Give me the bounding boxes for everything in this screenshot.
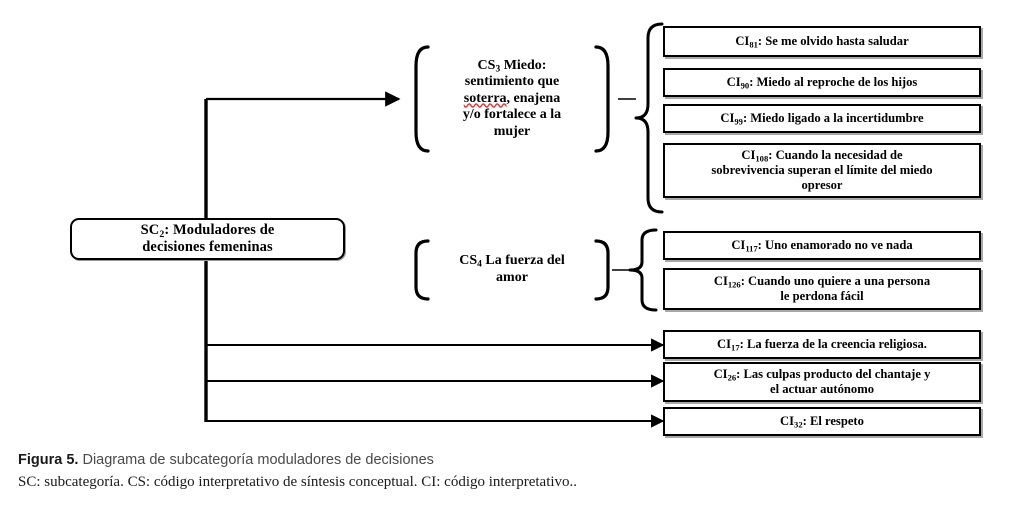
misspelled-word-soterra: soterra (463, 90, 507, 106)
node-ci32[interactable]: CI32: El respeto (663, 407, 981, 436)
brace-cs4-children-icon (628, 228, 658, 312)
figure-number-label: Figura 5. (18, 452, 79, 468)
cs4-subscript: 4 (477, 260, 482, 271)
node-ci126[interactable]: CI126: Cuando uno quiere a una persona l… (663, 268, 981, 310)
ci99-subscript: 99 (734, 116, 743, 127)
node-ci117-label: CI117: Uno enamorado no ve nada (731, 238, 913, 254)
node-ci81-label: CI81: Se me olvido hasta saludar (735, 34, 909, 50)
caption-title-line: Figura 5. Diagrama de subcategoría modul… (18, 452, 1008, 468)
node-ci32-label: CI32: El respeto (780, 414, 864, 430)
caption-legend-line: SC: subcategoría. CS: código interpretat… (18, 474, 578, 490)
node-ci108-label: CI108: Cuando la necesidad de sobreviven… (711, 148, 933, 192)
node-ci17-label: CI17: La fuerza de la creencia religiosa… (717, 337, 927, 353)
node-ci17[interactable]: CI17: La fuerza de la creencia religiosa… (663, 330, 981, 359)
node-ci117[interactable]: CI117: Uno enamorado no ve nada (663, 231, 981, 260)
figure-title-text: Diagrama de subcategoría moduladores de … (78, 452, 434, 468)
node-cs4[interactable]: CS4 La fuerza del amor (412, 238, 612, 302)
node-ci81[interactable]: CI81: Se me olvido hasta saludar (663, 26, 981, 57)
brace-cs3-children-icon (634, 22, 664, 214)
ci126-subscript: 126 (727, 279, 741, 290)
node-ci90[interactable]: CI90: Miedo al reproche de los hijos (663, 68, 981, 97)
node-ci108[interactable]: CI108: Cuando la necesidad de sobreviven… (663, 143, 981, 198)
ci26-subscript: 26 (727, 372, 737, 383)
ci117-subscript: 117 (745, 243, 758, 254)
ci32-subscript: 32 (794, 419, 803, 430)
cs3-subscript: 3 (495, 64, 501, 75)
ci90-subscript: 90 (740, 80, 750, 91)
sc2-subscript: 2 (159, 228, 165, 240)
node-ci99-label: CI99: Miedo ligado a la incertidumbre (720, 111, 924, 127)
node-ci26-label: CI26: Las culpas producto del chantaje y… (713, 367, 931, 396)
figure-caption: Figura 5. Diagrama de subcategoría modul… (18, 452, 1008, 491)
node-cs3-label: CS3 Miedo: sentimiento que soterra, enaj… (462, 57, 562, 139)
ci108-subscript: 108 (755, 153, 769, 164)
node-ci90-label: CI90: Miedo al reproche de los hijos (726, 75, 918, 91)
node-ci99[interactable]: CI99: Miedo ligado a la incertidumbre (663, 104, 981, 133)
node-cs4-label: CS4 La fuerza del amor (459, 253, 565, 285)
cs4-left-bracket-icon (414, 239, 430, 301)
ci17-subscript: 17 (731, 342, 740, 353)
node-sc2-label: SC2: Moduladores de decisiones femeninas (140, 221, 275, 255)
cs3-left-bracket-icon (414, 45, 430, 153)
node-cs3[interactable]: CS3 Miedo: sentimiento que soterra, enaj… (412, 44, 612, 154)
ci81-subscript: 81 (749, 39, 758, 50)
cs3-right-bracket-icon (594, 45, 610, 153)
cs4-right-bracket-icon (594, 239, 610, 301)
node-ci26[interactable]: CI26: Las culpas producto del chantaje y… (663, 362, 981, 402)
node-sc2[interactable]: SC2: Moduladores de decisiones femeninas (70, 218, 345, 260)
node-ci126-label: CI126: Cuando uno quiere a una persona l… (713, 274, 931, 303)
diagram-canvas: SC2: Moduladores de decisiones femeninas… (70, 22, 981, 436)
